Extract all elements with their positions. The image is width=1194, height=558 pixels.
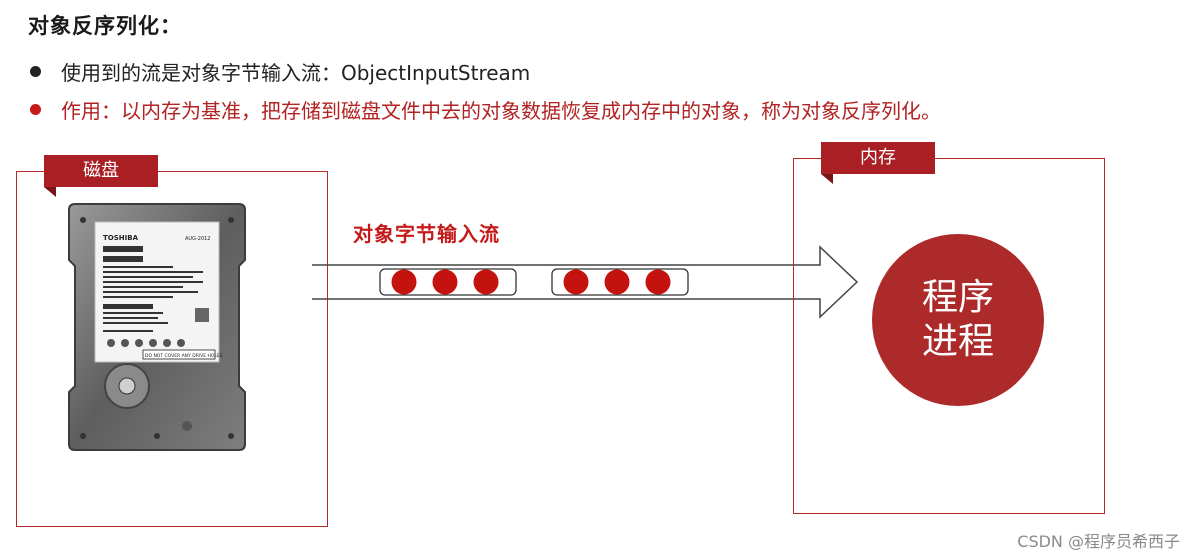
disk-label: 磁盘 (44, 155, 158, 197)
object-dot (473, 269, 499, 295)
stream-label: 对象字节输入流 (353, 222, 500, 246)
process-label: 程序进程 (921, 277, 994, 362)
bullet-item-purpose: 作用：以内存为基准，把存储到磁盘文件中去的对象数据恢复成内存中的对象，称为对象反… (30, 95, 941, 124)
drive-brand: TOSHIBA (103, 234, 139, 242)
object-dot (432, 269, 458, 295)
object-dot (645, 269, 671, 295)
drive-date: AUG-2012 (185, 236, 210, 242)
hard-drive-image: TOSHIBA AUG-2012 DO NOT COVER ANY DRIVE … (68, 203, 246, 451)
page-title: 对象反序列化： (28, 14, 182, 38)
drive-warning: DO NOT COVER ANY DRIVE HOLES (145, 353, 223, 359)
bullet-text: 使用到的流是对象字节输入流：ObjectInputStream (61, 61, 531, 85)
disk-frame (16, 171, 328, 527)
bullet-text: 作用：以内存为基准，把存储到磁盘文件中去的对象数据恢复成内存中的对象，称为对象反… (61, 99, 941, 123)
object-dot (391, 269, 417, 295)
bullet-item-stream: 使用到的流是对象字节输入流：ObjectInputStream (30, 57, 530, 86)
watermark: CSDN @程序员希西子 (1017, 532, 1180, 551)
bullet-dot-icon (30, 66, 41, 77)
memory-frame (793, 158, 1105, 514)
bullet-dot-icon (30, 104, 41, 115)
object-dot (563, 269, 589, 295)
stream-arrow (312, 245, 859, 319)
program-process-circle: 程序进程 (872, 234, 1044, 406)
object-dot (604, 269, 630, 295)
memory-label: 内存 (821, 142, 935, 184)
